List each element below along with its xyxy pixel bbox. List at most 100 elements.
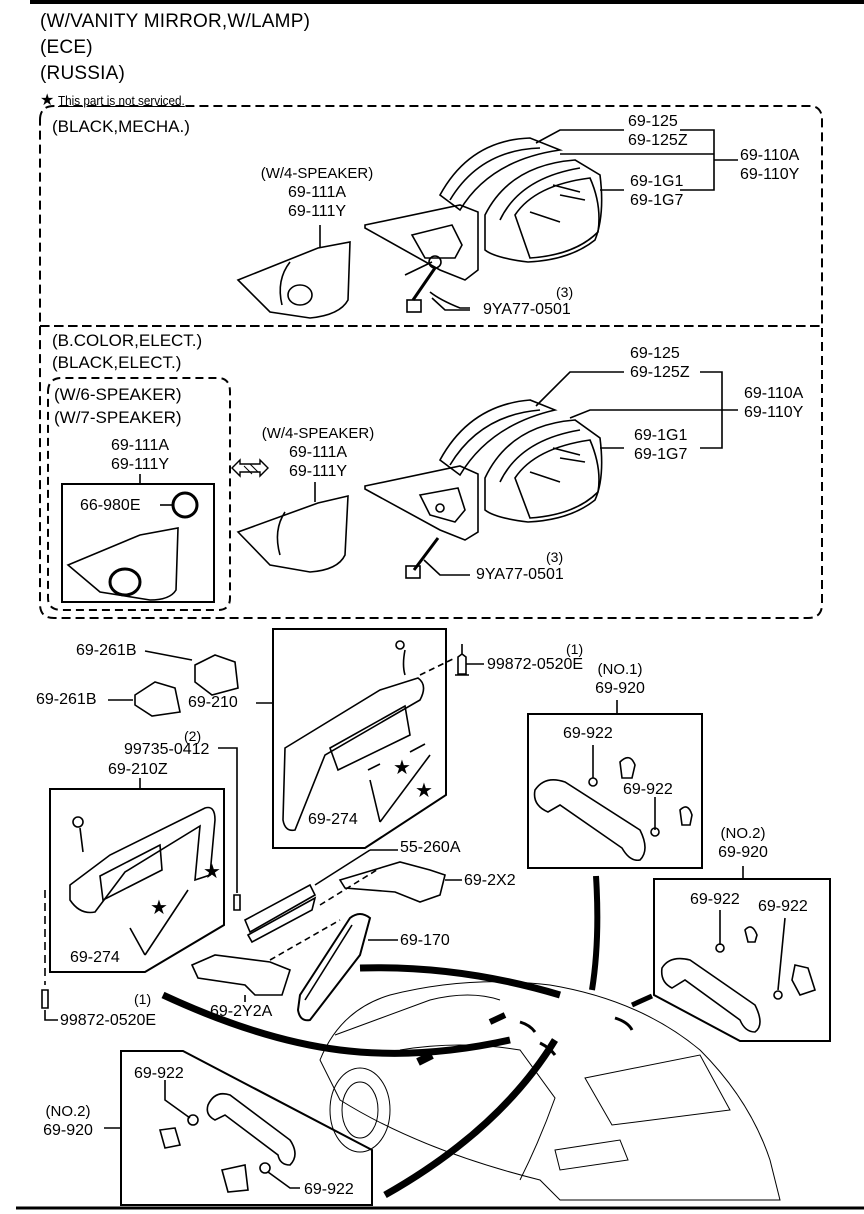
map-lamp-drawing xyxy=(243,849,398,944)
variant-label: (W/4-SPEAKER) xyxy=(261,425,375,442)
assist-grip-2-left-cap-a[interactable]: 69-922 xyxy=(134,1065,184,1082)
speaker-alt-parts: 69-111A 69-111Y xyxy=(90,436,190,474)
not-serviced-note: ★ This part is not serviced. xyxy=(40,90,199,110)
part-number[interactable]: 69-920 xyxy=(718,844,768,861)
sunvisor-left-box xyxy=(49,788,225,973)
assist-grip-2-left-cap-b[interactable]: 69-922 xyxy=(304,1181,354,1198)
part-number[interactable]: 69-125 xyxy=(630,345,680,362)
elect-bolt-part[interactable]: 9YA77-0501 xyxy=(476,566,564,583)
elect-mirror-assembly: 69-110A 69-110Y xyxy=(744,384,803,422)
double-arrow-icon xyxy=(231,458,269,478)
clip-lower-drawing xyxy=(108,681,181,717)
assist-grip-1-cap-a[interactable]: 69-922 xyxy=(563,725,613,742)
assist-grip-1-cap-b[interactable]: 69-922 xyxy=(623,781,673,798)
clip-upper-drawing xyxy=(144,650,239,696)
mecha-title: (BLACK,MECHA.) xyxy=(52,117,190,136)
not-serviced-stars: ★ ★ ★ ★ xyxy=(150,757,433,919)
part-number[interactable]: 69-920 xyxy=(43,1122,93,1139)
variant-label: (NO.2) xyxy=(45,1103,91,1120)
elect-mirror-body: 69-125 69-125Z xyxy=(630,344,690,382)
mecha-bolt-part[interactable]: 9YA77-0501 xyxy=(483,301,571,318)
mecha-speaker-variant: (W/4-SPEAKER) 69-111A 69-111Y xyxy=(252,164,382,221)
variant-label: (NO.1) xyxy=(597,661,643,678)
callout-curve-mirror xyxy=(359,964,562,999)
part-number[interactable]: 69-111A xyxy=(287,184,347,201)
speaker-cover-mecha-drawing xyxy=(236,225,351,319)
assist-grip-1-variant: (NO.1) 69-920 xyxy=(580,660,660,698)
part-number[interactable]: 69-125 xyxy=(628,113,678,130)
part-number[interactable]: 69-111A xyxy=(288,444,348,461)
callout-curve-visor xyxy=(161,991,511,1057)
screw-right-qty: (1) xyxy=(566,641,584,657)
tweeter-part[interactable]: 66-980E xyxy=(80,497,141,514)
rear-mirror-part[interactable]: 69-170 xyxy=(400,932,450,949)
mecha-bolt-qty: (3) xyxy=(556,284,574,300)
screw-left-part[interactable]: 99872-0520E xyxy=(60,1012,157,1029)
speaker-alt-variant-7: (W/7-SPEAKER) xyxy=(54,408,182,427)
variant-label: (W/4-SPEAKER) xyxy=(260,165,374,182)
assist-grip-2-left-box xyxy=(120,1050,373,1206)
assist-grip-2-right-variant: (NO.2) 69-920 xyxy=(703,824,783,862)
screw-right-part[interactable]: 99872-0520E xyxy=(487,656,584,673)
part-number[interactable]: 69-111Y xyxy=(287,203,347,220)
holder-right-drawing xyxy=(338,861,462,903)
assist-grip-2-right-cap-b[interactable]: 69-922 xyxy=(758,898,808,915)
star-icon: ★ xyxy=(203,861,221,883)
screw-left-qty: (1) xyxy=(134,991,152,1007)
clip-upper-part[interactable]: 69-261B xyxy=(76,642,137,659)
visor-hook-part[interactable]: 69-274 xyxy=(308,811,358,828)
part-number[interactable]: 69-125Z xyxy=(628,132,688,149)
header-line-vanity: (W/VANITY MIRROR,W/LAMP) xyxy=(40,11,311,32)
assist-grip-2-right-cap-a[interactable]: 69-922 xyxy=(690,891,740,908)
part-number[interactable]: 69-111Y xyxy=(110,456,170,473)
part-number[interactable]: 69-125Z xyxy=(630,364,690,381)
elect-bolt-qty: (3) xyxy=(546,549,564,565)
car-drawing xyxy=(319,981,781,1201)
screw-center-qty: (2) xyxy=(184,728,202,744)
sunvisor-right-box xyxy=(272,628,447,849)
part-number[interactable]: 69-110A xyxy=(744,385,804,402)
rear-mirror-drawing xyxy=(269,867,398,1022)
clip-lower-part[interactable]: 69-261B xyxy=(36,691,97,708)
part-number[interactable]: 69-110Y xyxy=(744,404,804,421)
part-number[interactable]: 69-1G1 xyxy=(630,173,684,190)
mecha-mirror-assembly: 69-110A 69-110Y xyxy=(740,146,799,184)
mirror-elect-drawing xyxy=(364,399,603,579)
speaker-alt-variant-6: (W/6-SPEAKER) xyxy=(54,385,182,404)
holder-left-part[interactable]: 69-2Y2A xyxy=(210,1003,273,1020)
assist-grip-2-right-box xyxy=(653,878,831,1042)
sunvisor-right-part[interactable]: 69-210 xyxy=(188,694,238,711)
elect-frame xyxy=(39,325,823,619)
mecha-mirror-body: 69-125 69-125Z xyxy=(628,112,688,150)
header-line-ece: (ECE) xyxy=(40,37,93,58)
part-number[interactable]: 69-1G1 xyxy=(634,427,688,444)
assist-grip-2-left-variant: (NO.2) 69-920 xyxy=(30,1102,106,1140)
part-number[interactable]: 69-1G7 xyxy=(630,192,684,209)
assist-grip-2-right-drawing xyxy=(660,910,817,1033)
callout-curve-grip-left xyxy=(383,1038,558,1199)
part-number[interactable]: 69-111A xyxy=(110,437,170,454)
sunvisor-left-part[interactable]: 69-210Z xyxy=(108,761,168,778)
star-icon: ★ xyxy=(40,92,55,109)
holder-left-drawing xyxy=(190,954,291,1002)
elect-title-color: (B.COLOR,ELECT.) xyxy=(52,331,203,350)
visor-hook-left-part[interactable]: 69-274 xyxy=(70,949,120,966)
assist-grip-1-drawing xyxy=(533,745,693,862)
holder-right-part[interactable]: 69-2X2 xyxy=(464,872,516,889)
speaker-alt-box xyxy=(61,483,215,603)
elect-speaker-variant: (W/4-SPEAKER) 69-111A 69-111Y xyxy=(250,424,386,481)
screw-center-part[interactable]: 99735-0412 xyxy=(124,741,210,758)
sunvisor-right-drawing xyxy=(282,640,456,832)
elect-title-black: (BLACK,ELECT.) xyxy=(52,353,182,372)
star-icon: ★ xyxy=(150,897,168,919)
part-number[interactable]: 69-1G7 xyxy=(634,446,688,463)
elect-mirror-glass: 69-1G1 69-1G7 xyxy=(634,426,687,464)
map-lamp-part[interactable]: 55-260A xyxy=(400,839,461,856)
part-number[interactable]: 69-110A xyxy=(740,147,800,164)
part-number[interactable]: 69-110Y xyxy=(740,166,800,183)
sunvisor-left-drawing xyxy=(69,806,216,956)
part-number[interactable]: 69-920 xyxy=(595,680,645,697)
assist-grip-2-left-drawing xyxy=(158,1080,300,1193)
part-number[interactable]: 69-111Y xyxy=(288,463,348,480)
